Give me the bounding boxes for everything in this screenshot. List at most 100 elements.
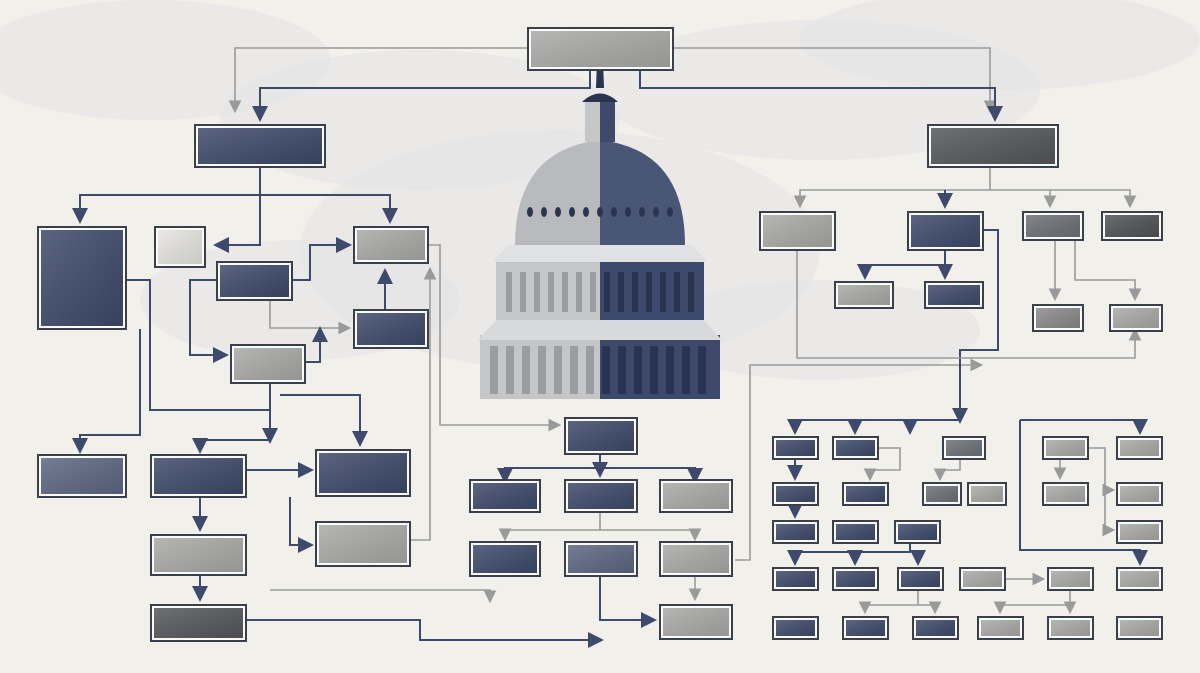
org-box-sheen [1051, 571, 1090, 587]
connector-arrow [189, 279, 229, 363]
org-box-sheen [154, 608, 243, 638]
org-box-sheen [663, 608, 729, 636]
connector-arrow [673, 47, 997, 114]
org-box [353, 309, 429, 349]
connector-arrow [246, 619, 604, 648]
org-box [832, 567, 879, 591]
org-box-sheen [198, 128, 322, 164]
org-box [959, 567, 1006, 591]
org-box-sheen [1120, 486, 1159, 502]
capitol-dome-left [515, 140, 600, 245]
capitol-drum-cornice [493, 245, 707, 262]
capitol-column [618, 346, 626, 394]
connector-arrow [410, 266, 437, 541]
capitol-column [586, 346, 594, 394]
org-box-sheen [1120, 620, 1159, 636]
capitol-column [570, 346, 578, 394]
cloud [800, 0, 1200, 90]
org-box-sheen [1046, 486, 1085, 502]
org-box [1116, 520, 1163, 544]
org-box [842, 616, 889, 640]
connector-arrow [933, 459, 961, 482]
org-box-sheen [154, 458, 243, 494]
capitol-column [576, 272, 582, 312]
connector-arrow [72, 329, 141, 454]
capitol-column [646, 272, 652, 312]
org-box-sheen [1120, 571, 1159, 587]
org-box [469, 541, 541, 577]
connector-arrow [305, 326, 328, 363]
connector-arrow [993, 590, 1071, 615]
org-box [1116, 616, 1163, 640]
capitol-column [698, 346, 706, 394]
org-box-sheen [928, 285, 980, 305]
org-box-sheen [763, 215, 832, 247]
org-box [315, 521, 411, 567]
org-box [150, 454, 247, 498]
connector-arrow [228, 47, 528, 114]
org-box [894, 520, 941, 544]
org-box [1022, 211, 1084, 241]
org-box [1116, 436, 1163, 460]
connector-arrow [1019, 420, 1148, 566]
org-box [469, 479, 541, 513]
connector-arrow [599, 576, 657, 628]
capitol-window [527, 207, 533, 217]
org-box [353, 226, 429, 264]
org-box [315, 449, 411, 497]
org-box-sheen [234, 348, 302, 380]
org-box [927, 124, 1059, 168]
org-box-sheen [154, 538, 243, 572]
org-box-sheen [776, 620, 815, 636]
org-box [37, 226, 127, 330]
capitol-column [562, 272, 568, 312]
capitol-window [625, 207, 631, 217]
org-box-sheen [911, 215, 980, 247]
connector-arrow [990, 189, 1137, 209]
org-box [897, 567, 944, 591]
org-box-sheen [838, 285, 890, 305]
connector-arrow [289, 497, 314, 553]
capitol-column [602, 346, 610, 394]
org-box [1032, 304, 1084, 332]
connector-arrow [213, 167, 261, 253]
org-box [1042, 482, 1089, 506]
org-box-sheen [1120, 440, 1159, 456]
org-box [1042, 436, 1089, 460]
org-box [1116, 482, 1163, 506]
org-box [659, 604, 733, 640]
connector-arrow [796, 250, 1142, 359]
capitol-window [541, 207, 547, 217]
org-box [772, 520, 819, 544]
org-box [842, 482, 889, 506]
org-box-sheen [931, 128, 1055, 164]
org-box-sheen [357, 230, 425, 260]
connector-arrow [639, 70, 1003, 122]
org-box [924, 281, 984, 309]
org-box-sheen [846, 620, 885, 636]
org-box [194, 124, 326, 168]
connectors [72, 47, 1148, 648]
connector-arrow [252, 70, 591, 122]
org-box-sheen [1051, 620, 1090, 636]
org-box-sheen [41, 230, 123, 326]
org-box [912, 616, 959, 640]
capitol-column [682, 346, 690, 394]
org-box-sheen [473, 545, 537, 573]
org-box [564, 541, 638, 577]
connector-arrow [858, 590, 919, 615]
org-box [834, 281, 894, 309]
connector-arrow [1020, 419, 1148, 435]
capitol-column [506, 346, 514, 394]
org-box [150, 534, 247, 576]
org-box [150, 604, 247, 642]
connector-arrow [600, 467, 703, 484]
org-box-sheen [776, 440, 815, 456]
connector-arrow [280, 394, 368, 447]
org-box [1047, 616, 1094, 640]
org-box [772, 567, 819, 591]
capitol-column [634, 346, 642, 394]
org-box-sheen [963, 571, 1002, 587]
connector-arrow [498, 512, 601, 542]
org-box-sheen [926, 486, 958, 502]
